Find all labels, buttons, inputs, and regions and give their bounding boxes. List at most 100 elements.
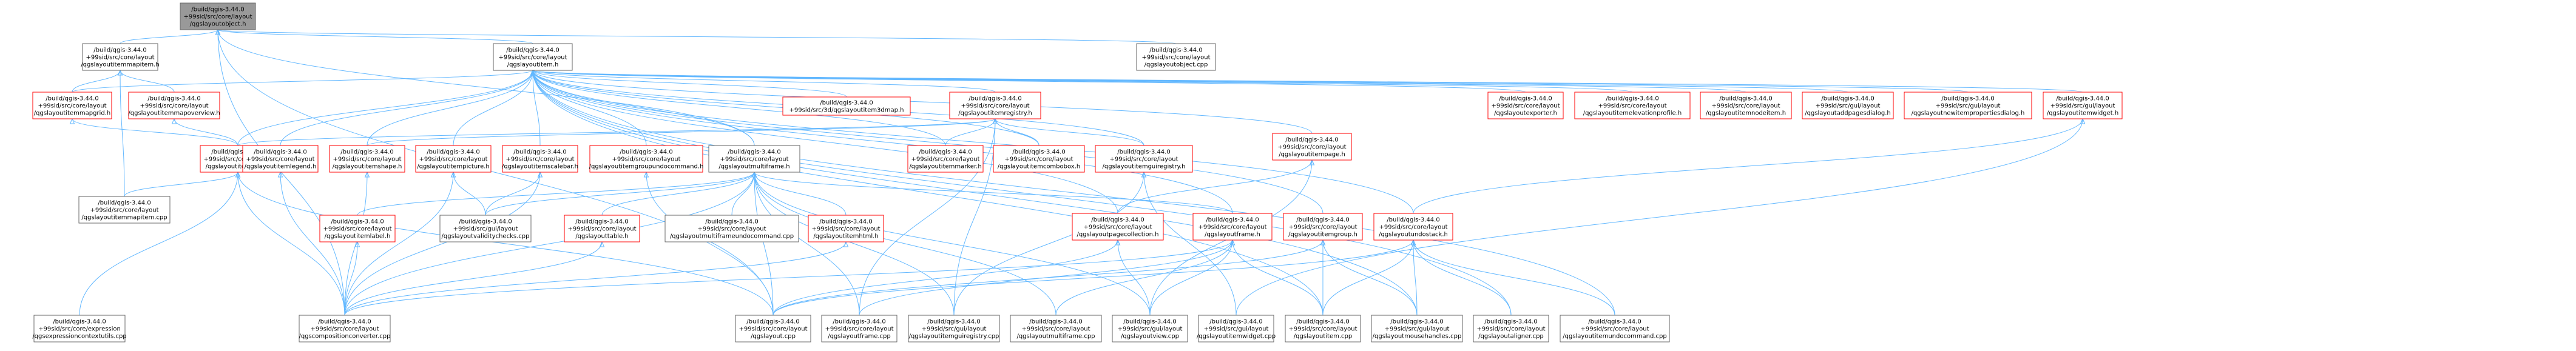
file-node-n41[interactable]: /build/qgis-3.44.0+99sid/src/gui/layout/…: [1112, 315, 1188, 343]
file-node-label: +99sid/src/gui/layout: [453, 226, 518, 233]
file-node-n44[interactable]: /build/qgis-3.44.0+99sid/src/gui/layout/…: [1371, 315, 1463, 343]
file-node-box: [1373, 213, 1453, 241]
file-node-box: [1574, 92, 1691, 119]
file-node-n15[interactable]: /build/qgis-3.44.0+99sid/src/core/layout…: [949, 92, 1041, 119]
file-node-label: /qgslayoutitemwidget.h: [2047, 110, 2118, 117]
file-node-n1[interactable]: /build/qgis-3.44.0+99sid/src/core/layout…: [81, 43, 160, 71]
file-node-n46[interactable]: /build/qgis-3.44.0+99sid/src/core/layout…: [1560, 315, 1670, 343]
file-node-n21[interactable]: /build/qgis-3.44.0+99sid/src/core/layout…: [1574, 92, 1691, 119]
file-node-box: [1285, 315, 1361, 343]
file-node-box: [128, 92, 220, 119]
file-node-label: /build/qgis-3.44.0: [1285, 137, 1338, 144]
file-node-label: /build/qgis-3.44.0: [1588, 319, 1641, 326]
file-node-n8[interactable]: /build/qgis-3.44.0+99sid/src/core/layout…: [242, 145, 319, 173]
file-node-n2[interactable]: /build/qgis-3.44.0+99sid/src/core/layout…: [493, 43, 573, 71]
file-node-n34[interactable]: /build/qgis-3.44.0+99sid/src/core/layout…: [1373, 213, 1453, 241]
file-node-label: +99sid/src/core/layout: [612, 156, 680, 163]
file-node-label: /qgslayoutitemlabel.h: [325, 233, 391, 240]
file-node-n36[interactable]: /build/qgis-3.44.0+99sid/src/core/layout…: [299, 315, 391, 343]
file-node-n10[interactable]: /build/qgis-3.44.0+99sid/src/core/layout…: [415, 145, 492, 173]
edge-arrowhead: [530, 69, 536, 76]
file-node-n40[interactable]: /build/qgis-3.44.0+99sid/src/core/layout…: [1010, 315, 1102, 343]
file-node-n39[interactable]: /build/qgis-3.44.0+99sid/src/gui/layout/…: [908, 315, 1000, 343]
file-node-box: [821, 315, 898, 343]
file-node-label: /qgslayoutmousehandles.cpp: [1373, 333, 1462, 340]
file-node-label: +99sid/src/core/layout: [333, 156, 401, 163]
file-node-n43[interactable]: /build/qgis-3.44.0+99sid/src/core/layout…: [1285, 315, 1361, 343]
file-node-box: [1371, 315, 1463, 343]
file-node-n38[interactable]: /build/qgis-3.44.0+99sid/src/core/layout…: [821, 315, 898, 343]
file-node-n42[interactable]: /build/qgis-3.44.0+99sid/src/gui/layout/…: [1197, 315, 1276, 343]
file-node-n9[interactable]: /build/qgis-3.44.0+99sid/src/core/layout…: [329, 145, 405, 173]
file-node-label: /build/qgis-3.44.0: [459, 219, 512, 226]
include-edge: [280, 70, 533, 146]
include-edge: [367, 118, 996, 146]
include-edge: [646, 172, 774, 316]
edge-arrowhead: [2080, 118, 2086, 124]
file-node-box: [493, 43, 573, 71]
include-edge: [1413, 239, 1512, 316]
file-node-label: /qgscompositionconverter.cpp: [299, 333, 390, 340]
file-node-n18[interactable]: /build/qgis-3.44.0+99sid/src/core/layout…: [1095, 145, 1193, 173]
include-edge: [532, 70, 946, 146]
file-node-n24[interactable]: /build/qgis-3.44.0+99sid/src/gui/layout/…: [1904, 92, 2032, 119]
include-edge: [1413, 239, 1418, 316]
include-edge: [79, 172, 238, 316]
file-node-n20[interactable]: /build/qgis-3.44.0+99sid/src/core/layout…: [1487, 92, 1564, 119]
file-node-label: +99sid/src/core/layout: [1021, 326, 1090, 333]
file-node-n23[interactable]: /build/qgis-3.44.0+99sid/src/gui/layout/…: [1802, 92, 1894, 119]
file-node-n28[interactable]: /build/qgis-3.44.0+99sid/src/gui/layout/…: [439, 215, 532, 242]
file-node-n37[interactable]: /build/qgis-3.44.0+99sid/src/core/layout…: [735, 315, 811, 343]
file-node-label: /qgslayoutitemmapgrid.h: [34, 110, 110, 117]
file-node-n14[interactable]: /build/qgis-3.44.0+99sid/src/core/layout…: [708, 145, 800, 173]
file-node-label: /qgslayoutitemscalebar.h: [502, 164, 578, 170]
include-edge: [754, 172, 1151, 316]
file-node-n22[interactable]: /build/qgis-3.44.0+99sid/src/core/layout…: [1700, 92, 1792, 119]
file-node-n45[interactable]: /build/qgis-3.44.0+99sid/src/core/layout…: [1473, 315, 1549, 343]
file-node-n0[interactable]: /build/qgis-3.44.0+99sid/src/core/layout…: [180, 2, 256, 30]
file-node-n4[interactable]: /build/qgis-3.44.0+99sid/src/core/layout…: [32, 92, 112, 119]
file-node-n27[interactable]: /build/qgis-3.44.0+99sid/src/core/layout…: [564, 215, 640, 242]
include-edge: [237, 172, 345, 316]
file-node-n16[interactable]: /build/qgis-3.44.0+99sid/src/core/layout…: [907, 145, 984, 173]
file-node-n31[interactable]: /build/qgis-3.44.0+99sid/src/core/layout…: [1072, 213, 1164, 241]
include-edge: [1149, 239, 1233, 316]
file-node-box: [1473, 315, 1549, 343]
file-node-label: /qgslayoutitemmap.h: [206, 164, 271, 170]
file-node-n3[interactable]: /build/qgis-3.44.0+99sid/src/core/layout…: [1136, 43, 1216, 71]
file-node-n13[interactable]: /build/qgis-3.44.0+99sid/src/3d/qgslayou…: [782, 96, 911, 116]
file-node-box: [1072, 213, 1164, 241]
file-node-n29[interactable]: /build/qgis-3.44.0+99sid/src/core/layout…: [664, 215, 799, 242]
file-node-n33[interactable]: /build/qgis-3.44.0+99sid/src/core/layout…: [1283, 213, 1363, 241]
file-node-label: /qgsexpressioncontextutils.cpp: [32, 333, 126, 340]
include-edge: [754, 172, 774, 316]
file-node-label: +99sid/src/core/layout: [739, 326, 807, 333]
file-node-label: +99sid/src/core/layout: [38, 103, 106, 110]
file-node-box: [1272, 133, 1352, 161]
include-edge: [1322, 239, 1418, 316]
file-node-label: +99sid/src/core/layout: [1083, 224, 1152, 231]
include-edge: [1236, 118, 2083, 316]
file-node-n11[interactable]: /build/qgis-3.44.0+99sid/src/core/layout…: [502, 145, 578, 173]
file-node-n17[interactable]: /build/qgis-3.44.0+99sid/src/core/layout…: [993, 145, 1085, 173]
include-edge: [453, 70, 533, 146]
file-node-box: [1487, 92, 1564, 119]
file-node-label: +99sid/src/gui/layout: [922, 326, 987, 333]
file-node-n7[interactable]: /build/qgis-3.44.0+99sid/src/core/layout…: [78, 196, 171, 224]
file-node-label: /qgslayoutframe.cpp: [828, 333, 891, 340]
file-node-n26[interactable]: /build/qgis-3.44.0+99sid/src/core/layout…: [319, 215, 396, 242]
file-node-label: /build/qgis-3.44.0: [254, 149, 306, 156]
file-node-n30[interactable]: /build/qgis-3.44.0+99sid/src/core/layout…: [808, 215, 884, 242]
include-edge: [453, 172, 486, 216]
file-node-label: +99sid/src/core/layout: [1004, 156, 1073, 163]
file-node-label: /build/qgis-3.44.0: [93, 47, 146, 54]
file-node-n5[interactable]: /build/qgis-3.44.0+99sid/src/core/layout…: [128, 92, 220, 119]
file-node-n35[interactable]: /build/qgis-3.44.0+99sid/src/core/expres…: [32, 315, 127, 343]
file-node-n32[interactable]: /build/qgis-3.44.0+99sid/src/core/layout…: [1192, 213, 1273, 241]
file-node-label: +99sid/src/core/layout: [961, 103, 1029, 110]
file-node-n19[interactable]: /build/qgis-3.44.0+99sid/src/core/layout…: [1272, 133, 1352, 161]
file-node-label: /qgslayoutitemnodeitem.h: [1706, 110, 1786, 117]
file-node-n12[interactable]: /build/qgis-3.44.0+99sid/src/core/layout…: [589, 145, 704, 173]
file-node-label: /build/qgis-3.44.0: [1484, 319, 1537, 326]
file-node-n25[interactable]: /build/qgis-3.44.0+99sid/src/gui/layout/…: [2043, 92, 2123, 119]
